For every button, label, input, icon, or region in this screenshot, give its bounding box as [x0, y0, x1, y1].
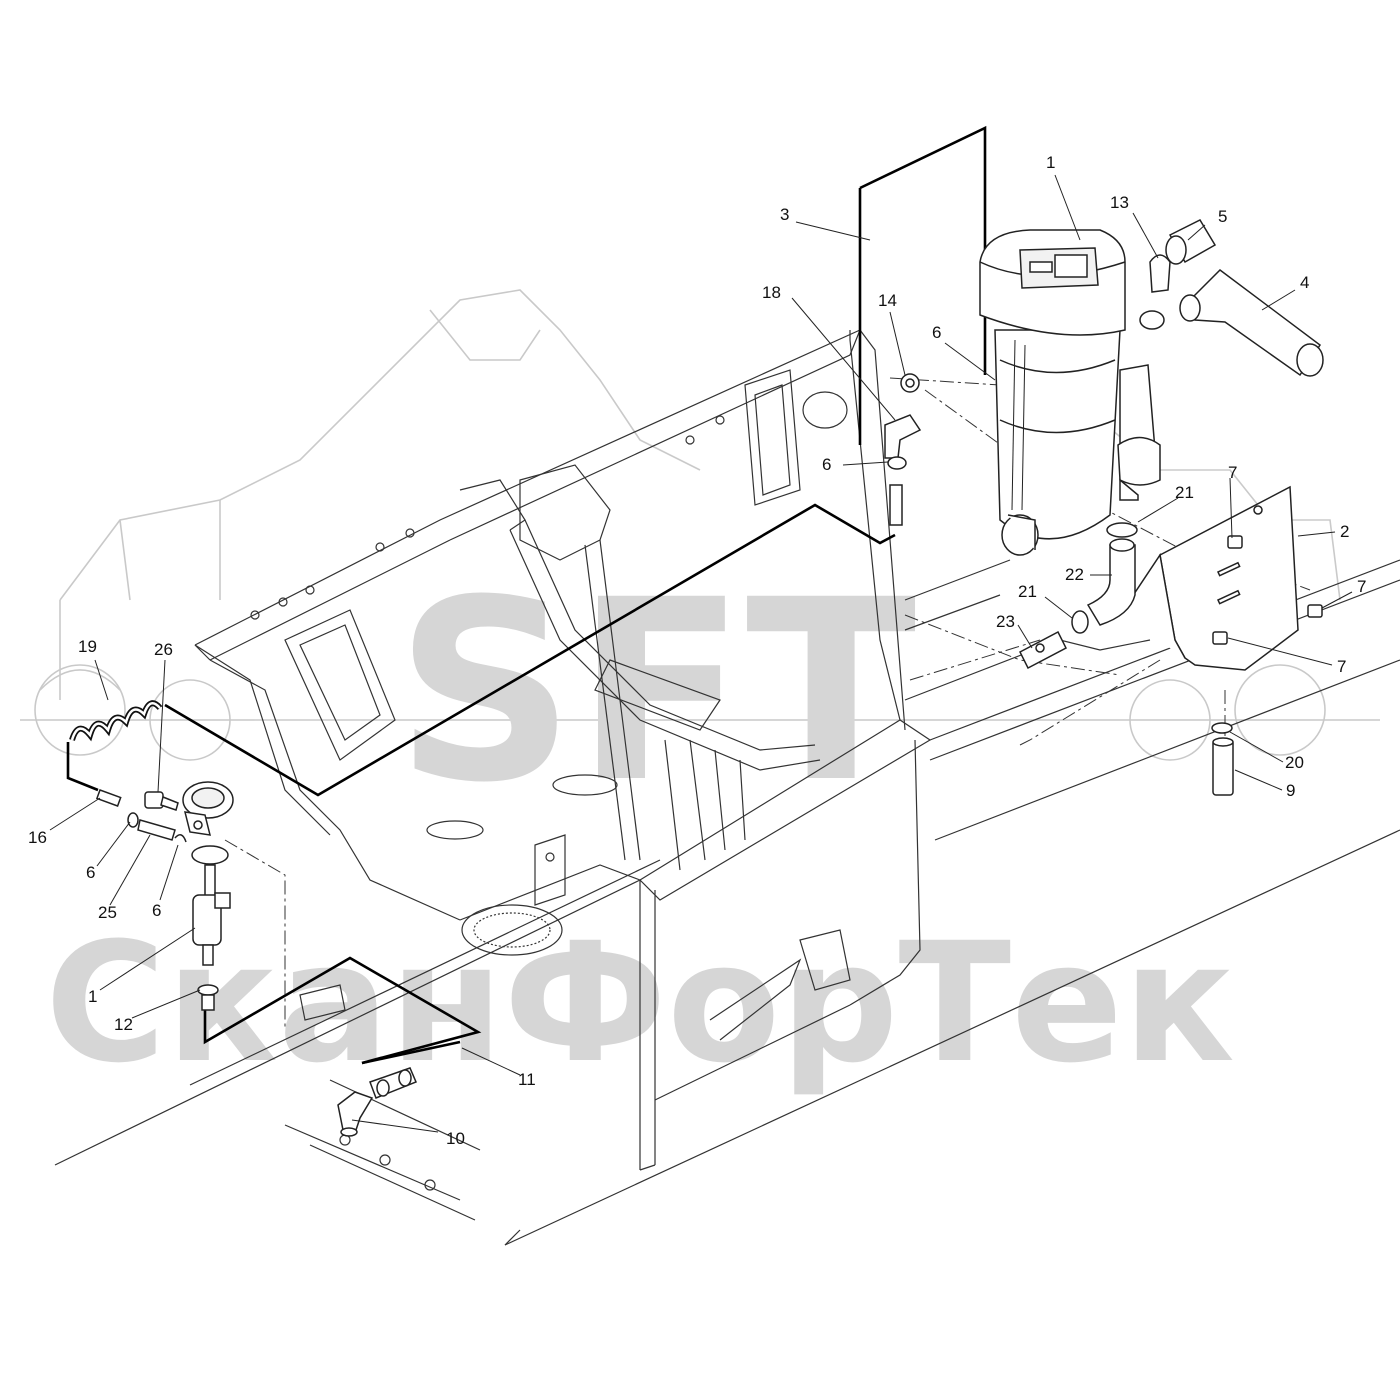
callout-21-upper: 21	[1175, 483, 1194, 502]
callout-26: 26	[154, 640, 173, 659]
fitting-10	[337, 1091, 374, 1137]
bolt-7b	[1307, 604, 1323, 618]
callout-14: 14	[878, 291, 897, 310]
clip-20	[1211, 722, 1233, 734]
callout-11: 11	[518, 1070, 536, 1089]
callout-13: 13	[1110, 193, 1129, 212]
callout-23: 23	[996, 612, 1015, 631]
callout-22: 22	[1065, 565, 1084, 584]
connector-23	[1019, 630, 1067, 670]
clamp-21b	[1071, 610, 1089, 634]
callout-1-upper: 1	[1046, 153, 1055, 172]
hose-11	[369, 1067, 417, 1099]
spacer-9	[1212, 737, 1234, 796]
callout-1-lower: 1	[88, 987, 97, 1006]
coil-19	[69, 700, 163, 742]
bolt-7a	[1227, 535, 1243, 549]
callout-7-right: 7	[1357, 577, 1366, 596]
pipe-4	[1179, 269, 1324, 377]
bolt-7c	[1212, 631, 1228, 645]
callout-2: 2	[1340, 522, 1349, 541]
harness-11	[66, 742, 482, 1065]
pipe-5	[1165, 219, 1217, 265]
elbow-18	[884, 414, 922, 459]
machine-frame	[54, 329, 1400, 1246]
callout-12: 12	[114, 1015, 133, 1034]
callout-20: 20	[1285, 753, 1304, 772]
callout-18: 18	[762, 283, 781, 302]
callout-10: 10	[446, 1129, 465, 1148]
grommet-14	[900, 373, 920, 393]
callout-4: 4	[1300, 273, 1309, 292]
callout-16: 16	[28, 828, 47, 847]
callout-19: 19	[78, 637, 97, 656]
sensor-lower	[889, 484, 903, 526]
callout-6-left2: 6	[152, 901, 161, 920]
fuel-line-end	[201, 994, 215, 1011]
leader-lines	[49, 174, 1353, 1133]
bracket-2	[1119, 485, 1299, 671]
bolt-26	[144, 791, 179, 811]
pin-25	[137, 819, 176, 841]
clamp-21a	[1106, 522, 1138, 538]
callout-5: 5	[1218, 207, 1227, 226]
callout-25: 25	[98, 903, 117, 922]
fitting-16	[95, 789, 122, 807]
clip-6a	[887, 456, 907, 470]
callout-9: 9	[1286, 781, 1295, 800]
callout-7-lower: 7	[1337, 657, 1346, 676]
callout-3: 3	[780, 205, 789, 224]
dosing-pump-1	[191, 845, 231, 966]
callout-6-upper: 6	[932, 323, 941, 342]
elbow-22	[1086, 538, 1136, 626]
watermark-brand: SFT	[395, 546, 916, 837]
watermark-logo: SFT СканФорТек	[20, 289, 1380, 1099]
callout-6-left: 6	[86, 863, 95, 882]
pump-clamp	[182, 781, 234, 836]
clip-6c	[127, 812, 139, 828]
callout-6-mid: 6	[822, 455, 831, 474]
clip-12	[197, 984, 219, 996]
callout-21-lower: 21	[1018, 582, 1037, 601]
clip-6d	[174, 834, 187, 843]
clamp-13	[1139, 254, 1171, 330]
air-heater-assembly	[979, 229, 1161, 556]
callout-7-top: 7	[1228, 463, 1237, 482]
callout-labels: 1 13 5 3 4 18 14 6 6 7 21 2 22 7 21 23 7…	[28, 153, 1366, 1148]
